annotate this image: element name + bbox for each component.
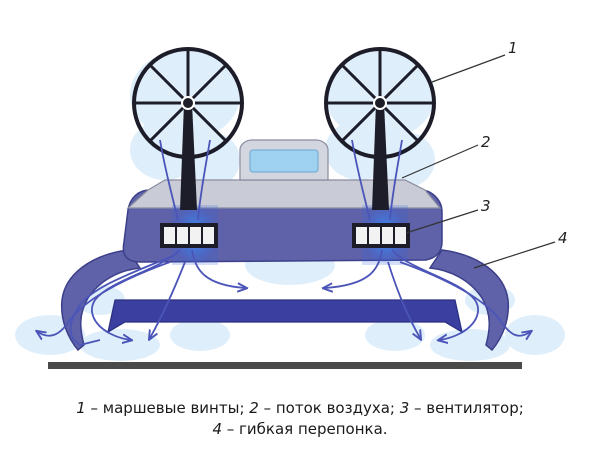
caption-text: – поток воздуха; — [258, 399, 400, 417]
fan-grille-icon — [352, 223, 410, 248]
callout-4: 4 — [558, 229, 568, 247]
ground-line — [48, 362, 522, 369]
fan-right — [352, 223, 410, 248]
airflow-arrow-icon — [38, 261, 171, 336]
caption-num: 1 — [76, 399, 86, 417]
cabin-window — [249, 149, 319, 173]
airflow-arrow-icon — [387, 261, 420, 338]
airflow-arrow-icon — [391, 249, 479, 340]
hovercraft-diagram: 1 2 3 4 — [15, 39, 568, 369]
propeller-left — [132, 47, 244, 159]
propeller-right — [324, 47, 436, 159]
airflow-arrow-icon — [159, 139, 179, 221]
caption-num: 2 — [249, 399, 259, 417]
caption-num: 3 — [399, 399, 410, 417]
callout-lines — [401, 54, 556, 269]
airflow-arrow-icon — [399, 261, 530, 336]
airflow-arrow-icon — [351, 139, 371, 221]
caption-text: – вентилятор; — [409, 399, 524, 417]
wheel-propeller-icon — [324, 47, 436, 159]
fan-grille-icon — [160, 223, 218, 248]
caption-text: – маршевые винты; — [85, 399, 250, 417]
air-flow — [38, 139, 530, 346]
callout-numbers: 1 2 3 4 — [481, 39, 568, 247]
caption-line-2: 4 – гибкая перепонка. — [0, 419, 600, 440]
caption-line-1: 1 – маршевые винты; 2 – поток воздуха; 3… — [0, 398, 600, 419]
callout-1: 1 — [508, 39, 518, 57]
airflow-arrow-icon — [150, 261, 186, 338]
callout-3: 3 — [481, 197, 491, 215]
figure-caption: 1 – маршевые винты; 2 – поток воздуха; 3… — [0, 398, 600, 440]
caption-num: 4 — [212, 420, 222, 438]
airflow-arrow-icon — [197, 139, 211, 221]
airflow-arrow-icon — [69, 254, 176, 346]
airflow-arrow-icon — [389, 139, 403, 221]
airflow-arrow-icon — [191, 249, 245, 288]
caption-text: – гибкая перепонка. — [221, 420, 388, 438]
wheel-propeller-icon — [132, 47, 244, 159]
airflow-arrow-icon — [91, 249, 181, 340]
callout-2: 2 — [481, 133, 491, 151]
airflow-arrow-icon — [325, 249, 383, 288]
fan-left — [160, 223, 218, 248]
